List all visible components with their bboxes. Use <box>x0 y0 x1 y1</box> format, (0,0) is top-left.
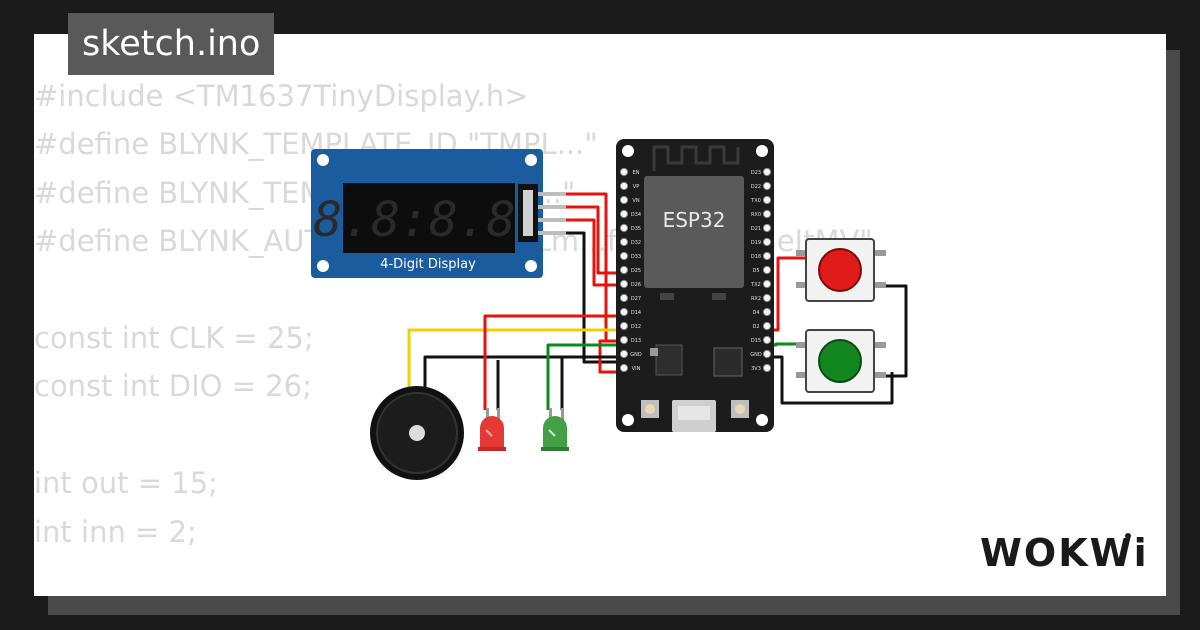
pin-vn[interactable] <box>619 195 629 205</box>
pin-d18[interactable] <box>762 251 772 261</box>
pin-label: VP <box>633 184 639 190</box>
pin-d25[interactable] <box>619 265 629 275</box>
pin-vin[interactable] <box>619 363 629 373</box>
code-line: const int DIO = 26; <box>34 369 312 404</box>
pin-gnd[interactable] <box>619 349 629 359</box>
pin-rx2[interactable] <box>762 293 772 303</box>
pin-label: D12 <box>631 324 641 330</box>
wire-vcc-display[interactable] <box>566 192 622 343</box>
buzzer[interactable] <box>370 386 464 480</box>
code-line: int inn = 2; <box>34 514 197 549</box>
pin-label: D5 <box>752 268 759 274</box>
pin-label: 3V3 <box>751 366 761 372</box>
tm1637-display-module[interactable]: 8.8:8.8. 4-Digit Display <box>311 149 545 278</box>
pin-d26[interactable] <box>619 279 629 289</box>
wire-button-gnd[interactable] <box>764 355 894 405</box>
pin-d5[interactable] <box>762 265 772 275</box>
pin-tx0[interactable] <box>762 195 772 205</box>
wire-green-led[interactable] <box>546 343 622 410</box>
pin-d22[interactable] <box>762 181 772 191</box>
pin-d12[interactable] <box>619 321 629 331</box>
display-digits: 8.8:8.8. <box>313 192 544 248</box>
pin-label: D23 <box>751 170 761 176</box>
green-led[interactable] <box>541 408 569 451</box>
pin-rx0[interactable] <box>762 209 772 219</box>
pin-d19[interactable] <box>762 237 772 247</box>
pin-label: D22 <box>751 184 761 190</box>
pin-label: D18 <box>751 254 761 260</box>
wire-buzzer-gnd[interactable] <box>423 355 622 388</box>
pin-d2[interactable] <box>762 321 772 331</box>
pin-d23[interactable] <box>762 167 772 177</box>
pin-label: TX2 <box>750 282 761 288</box>
pin-d33[interactable] <box>619 251 629 261</box>
pin-label: D4 <box>752 310 759 316</box>
wokwi-logo-text: WOKWi <box>980 531 1149 575</box>
pin-tx2[interactable] <box>762 279 772 289</box>
wire-clk[interactable] <box>566 205 622 275</box>
pin-label: TX0 <box>750 198 761 204</box>
red-button[interactable] <box>796 238 886 302</box>
wire-dio[interactable] <box>566 218 622 287</box>
pin-label: D34 <box>631 212 641 218</box>
pin-label: D25 <box>631 268 641 274</box>
pin-label: VN <box>632 198 639 204</box>
pin-d4[interactable] <box>762 307 772 317</box>
wire-gnd-display[interactable] <box>566 231 622 364</box>
pin-label: EN <box>633 170 640 176</box>
pin-d32[interactable] <box>619 237 629 247</box>
pin-label: RX2 <box>751 296 761 302</box>
pin-d34[interactable] <box>619 209 629 219</box>
pin-d13[interactable] <box>619 335 629 345</box>
pin-en[interactable] <box>619 167 629 177</box>
pin-d35[interactable] <box>619 223 629 233</box>
wire-red-led[interactable] <box>483 314 622 410</box>
pin-gnd[interactable] <box>762 349 772 359</box>
wokwi-logo: WOKWi <box>980 531 1149 575</box>
code-line: int out = 15; <box>34 466 218 501</box>
pin-d27[interactable] <box>619 293 629 303</box>
pin-label: D27 <box>631 296 641 302</box>
pin-label: D33 <box>631 254 641 260</box>
pin-label: D32 <box>631 240 641 246</box>
file-name-tab[interactable]: sketch.ino <box>68 13 275 75</box>
pin-label: D26 <box>631 282 641 288</box>
code-line: #define BLYNK_TEMPLATE_ID "TMPL..." <box>34 127 598 162</box>
pin-label: VIN <box>632 366 641 372</box>
red-led[interactable] <box>478 408 506 451</box>
pin-label: GND <box>630 352 642 358</box>
pin-label: D21 <box>751 226 761 232</box>
esp32-module <box>644 176 744 288</box>
pin-d14[interactable] <box>619 307 629 317</box>
pin-label: D35 <box>631 226 641 232</box>
pin-label: D14 <box>631 310 641 316</box>
pin-label: GND <box>750 352 762 358</box>
wire-buzzer-signal[interactable] <box>407 328 622 388</box>
seven-segment-window <box>343 183 515 253</box>
pin-label: D19 <box>751 240 761 246</box>
pin-label: D15 <box>751 338 761 344</box>
pin-d15[interactable] <box>762 335 772 345</box>
pin-d21[interactable] <box>762 223 772 233</box>
pin-label: D13 <box>631 338 641 344</box>
green-button[interactable] <box>796 329 886 393</box>
esp32-board[interactable]: ESP32 ENVPVND34D35D32D33D25D26D27D14D12D… <box>616 139 774 432</box>
pin-vp[interactable] <box>619 181 629 191</box>
display-label: 4-Digit Display <box>380 257 476 272</box>
pin-3v3[interactable] <box>762 363 772 373</box>
pin-label: RX0 <box>751 212 761 218</box>
mcu-label: ESP32 <box>663 208 726 232</box>
code-line: #include <TM1637TinyDisplay.h> <box>34 79 529 113</box>
code-line: const int CLK = 25; <box>34 320 314 355</box>
pin-label: D2 <box>752 324 759 330</box>
